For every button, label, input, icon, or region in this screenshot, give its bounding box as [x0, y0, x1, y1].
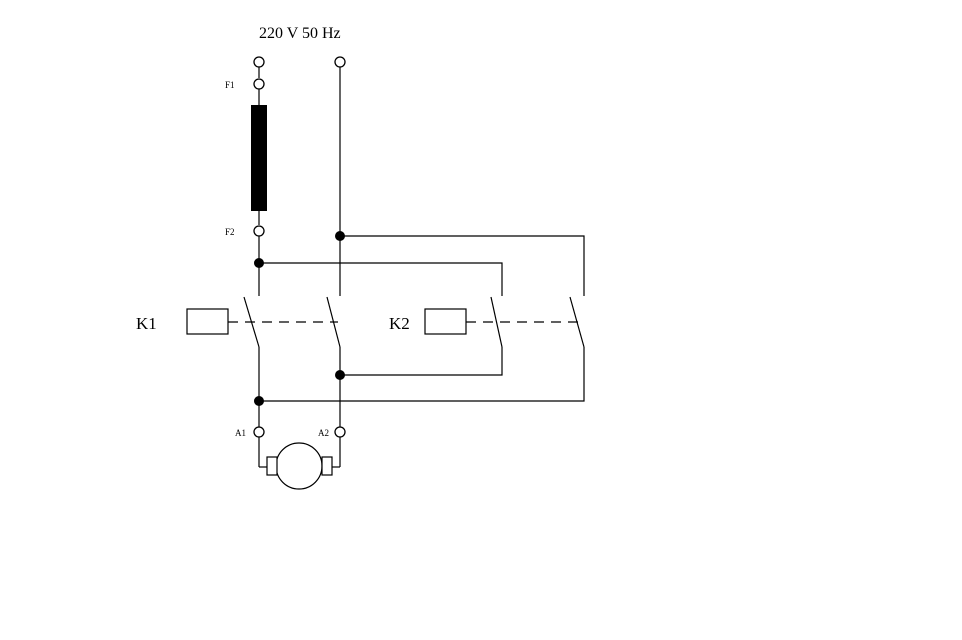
field-winding — [251, 105, 267, 211]
wire-bottom-k2-right — [259, 347, 585, 402]
junction-node — [254, 258, 264, 268]
field-terminal-f2 — [253, 225, 265, 237]
junction-node — [335, 231, 345, 241]
wire-top-right-to-k2 — [340, 235, 585, 296]
contactor-k1-switch — [326, 296, 341, 348]
motor-terminal-a1 — [253, 426, 265, 438]
junction-node — [254, 396, 264, 406]
supply-terminal-left — [253, 56, 265, 68]
field-terminal-f1 — [253, 78, 265, 90]
motor-terminal-a2 — [334, 426, 346, 438]
contactor-k1-switch — [243, 296, 260, 348]
supply-terminal-right — [334, 56, 346, 68]
junction-node — [335, 370, 345, 380]
wire-bottom-k2-left — [340, 347, 503, 376]
motor-label-a2: A2 — [318, 428, 329, 438]
contactor-k2-switch — [490, 296, 503, 348]
contactor-k2-switch — [569, 296, 585, 348]
contactor-k2-coil — [424, 308, 467, 335]
field-label-f1: F1 — [225, 80, 235, 90]
motor-symbol — [258, 437, 341, 490]
wire-top-left-to-k2 — [259, 262, 503, 296]
field-label-f2: F2 — [225, 227, 235, 237]
motor-label-a1: A1 — [235, 428, 246, 438]
contactor-k1-label: K1 — [136, 314, 157, 333]
supply-label: 220 V 50 Hz — [259, 25, 341, 42]
contactor-k2-label: K2 — [389, 314, 410, 333]
contactor-k1-coil — [186, 308, 229, 335]
